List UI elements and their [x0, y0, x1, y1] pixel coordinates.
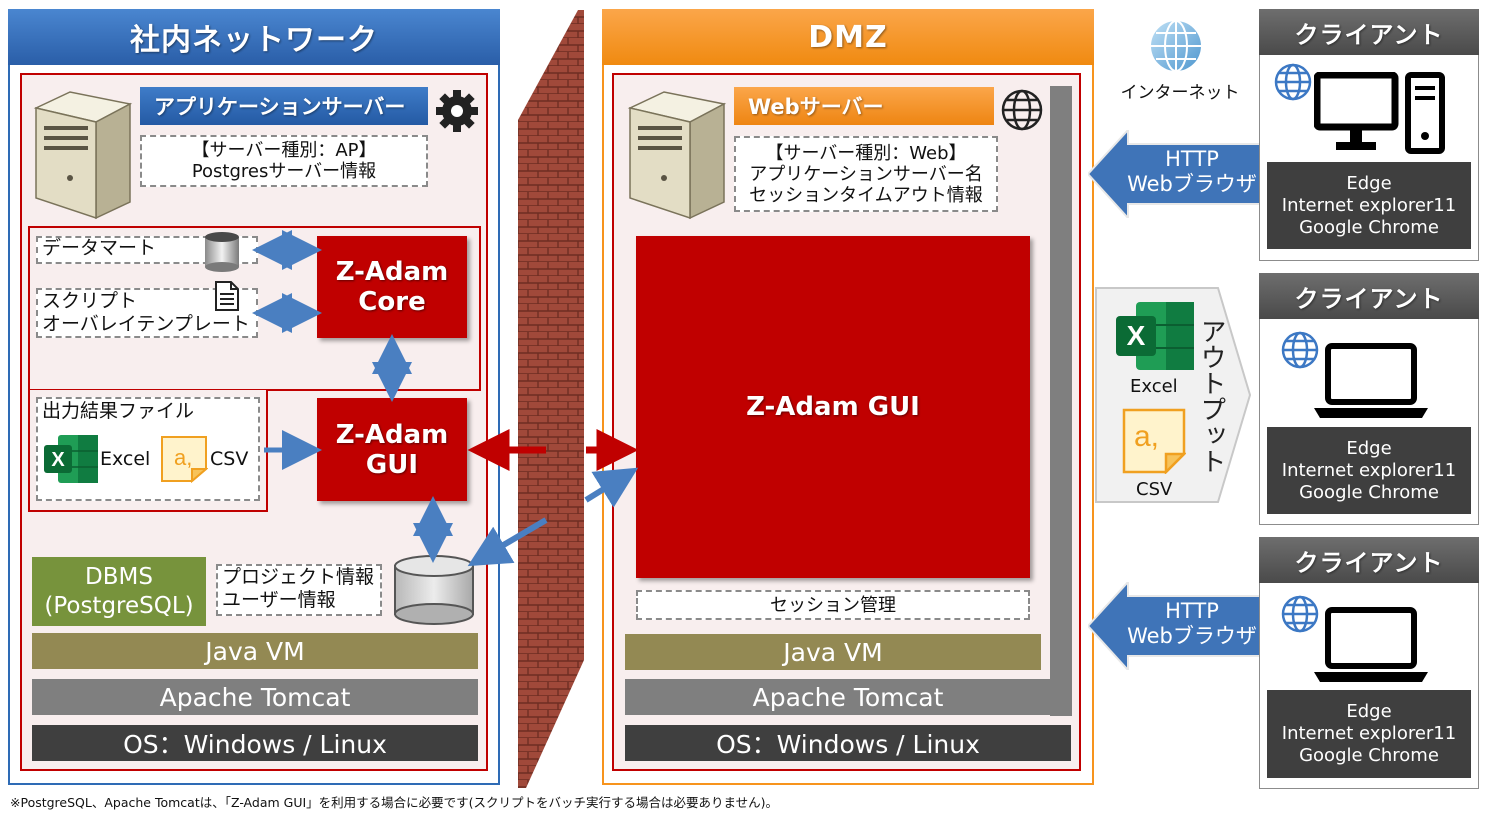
app-server-info-line1: 【サーバー種別：AP】	[191, 140, 377, 161]
app-server-name: アプリケーションサーバー	[140, 87, 428, 125]
http-arrow-2-line2: Webブラウザ	[1127, 624, 1257, 648]
web-server-info-line2: アプリケーションサーバー名	[749, 163, 983, 185]
client-3-browser-2: Internet explorer11	[1281, 723, 1457, 744]
z-adam-gui-box: Z-Adam GUI	[317, 398, 467, 501]
project-info-box: プロジェクト情報 ユーザー情報	[216, 564, 382, 616]
client-2-browser-1: Edge	[1346, 437, 1392, 459]
laptop-icon-3	[1314, 607, 1428, 682]
dmz-java-vm: Java VM	[625, 634, 1041, 670]
output-csv-label: CSV	[210, 448, 249, 470]
desktop-computer-icon	[1314, 72, 1445, 154]
browser-globe-icon-1	[1274, 63, 1312, 101]
csv-icon: a,	[161, 436, 208, 483]
client-title-1: クライアント	[1259, 9, 1479, 55]
svg-text:a,: a,	[174, 445, 192, 470]
browser-globe-icon-2	[1281, 331, 1319, 369]
footnote: ※PostgreSQL、Apache Tomcatは、「Z-Adam GUI」を…	[10, 795, 779, 810]
database-icon	[205, 232, 239, 272]
internet-globe-icon	[1151, 20, 1201, 72]
dmz-tomcat-shadow	[1050, 86, 1072, 716]
script-line2: オーバレイテンプレート	[42, 313, 250, 335]
http-arrow-2-line1: HTTP	[1165, 599, 1219, 623]
dbms-box: DBMS (PostgreSQL)	[32, 557, 206, 626]
output-csv-label-dmz: CSV	[1136, 479, 1173, 500]
client-2-browser-2: Internet explorer11	[1281, 459, 1457, 481]
firewall-brick-wall	[518, 10, 584, 788]
server-icon	[33, 91, 133, 220]
client-3-browser-1: Edge	[1346, 701, 1392, 722]
internal-java-vm: Java VM	[32, 633, 478, 669]
web-server-info: 【サーバー種別：Web】 アプリケーションサーバー名 セッションタイムアウト情報	[734, 136, 998, 212]
gear-icon	[436, 90, 478, 132]
client-browsers-1: Edge Internet explorer11 Google Chrome	[1267, 162, 1471, 249]
internal-tomcat: Apache Tomcat	[32, 679, 478, 715]
app-server-info-line2: Postgresサーバー情報	[191, 161, 377, 182]
z-adam-core-line1: Z-Adam	[335, 257, 449, 287]
dmz-os: OS：Windows / Linux	[625, 725, 1071, 761]
http-arrow-1-line2: Webブラウザ	[1127, 172, 1257, 196]
client-2-browser-3: Google Chrome	[1299, 481, 1439, 503]
client-1-browser-2: Internet explorer11	[1281, 194, 1457, 216]
web-server-icon	[627, 91, 727, 220]
web-server-info-line1: 【サーバー種別：Web】	[765, 142, 967, 164]
internal-arrows	[252, 230, 453, 563]
client-title-3: クライアント	[1259, 537, 1479, 583]
document-icon	[215, 281, 239, 311]
output-label: アウトプット	[1196, 318, 1226, 474]
output-excel-label: Excel	[100, 448, 151, 470]
z-adam-core-line2: Core	[358, 287, 426, 317]
internal-os: OS：Windows / Linux	[32, 725, 478, 761]
output-file-title: 出力結果ファイル	[42, 400, 195, 422]
script-line1: スクリプト	[42, 290, 138, 312]
project-info-line1: プロジェクト情報	[222, 566, 375, 588]
cross-arrows	[467, 429, 639, 567]
browser-globe-icon-3	[1281, 595, 1319, 633]
globe-icon	[1001, 89, 1043, 131]
client-title-2: クライアント	[1259, 273, 1479, 319]
internet-label: インターネット	[1120, 83, 1240, 103]
output-file-box: 出力結果ファイル X Excel a, CSV	[36, 397, 260, 501]
svg-text:X: X	[1127, 320, 1146, 351]
z-adam-core-box: Z-Adam Core	[317, 236, 467, 338]
output-csv-icon: a,	[1122, 408, 1186, 474]
web-server-info-line3: セッションタイムアウト情報	[749, 184, 983, 206]
client-browsers-2: Edge Internet explorer11 Google Chrome	[1267, 427, 1471, 514]
http-arrow-2: HTTP Webブラウザ	[1122, 594, 1262, 654]
z-adam-gui-line2: GUI	[365, 449, 419, 480]
dbms-line1: DBMS	[85, 563, 153, 590]
dmz-tomcat: Apache Tomcat	[625, 679, 1071, 715]
excel-icon: X	[44, 435, 98, 483]
z-adam-gui-line1: Z-Adam	[335, 419, 449, 450]
internal-network-title: 社内ネットワーク	[8, 9, 500, 65]
output-excel-label-dmz: Excel	[1130, 376, 1178, 397]
app-server-info: 【サーバー種別：AP】 Postgresサーバー情報	[140, 135, 428, 187]
client-browsers-3: Edge Internet explorer11 Google Chrome	[1267, 690, 1471, 778]
dbms-line2: (PostgreSQL)	[44, 592, 194, 619]
client-1-browser-1: Edge	[1346, 172, 1392, 194]
svg-text:a,: a,	[1134, 420, 1159, 453]
http-arrow-1: HTTP Webブラウザ	[1122, 142, 1262, 202]
session-box: セッション管理	[636, 590, 1030, 620]
client-1-browser-3: Google Chrome	[1299, 216, 1439, 238]
http-arrow-1-line1: HTTP	[1165, 147, 1219, 171]
output-excel-icon: X	[1116, 302, 1194, 370]
client-3-browser-3: Google Chrome	[1299, 745, 1439, 766]
web-server-name: Webサーバー	[734, 87, 994, 125]
dmz-title: DMZ	[602, 9, 1094, 65]
dmz-z-adam-gui-box: Z-Adam GUI	[636, 236, 1030, 578]
project-info-line2: ユーザー情報	[222, 589, 336, 611]
svg-text:X: X	[51, 449, 65, 471]
laptop-icon-2	[1314, 343, 1428, 418]
